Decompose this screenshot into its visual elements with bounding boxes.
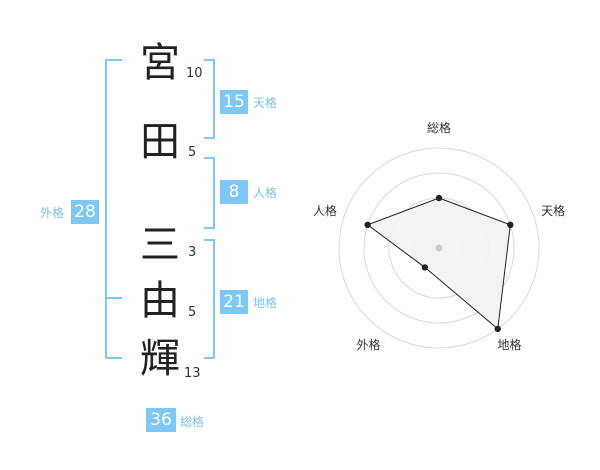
radar-points [364,194,514,333]
jinkaku-bracket [204,157,215,229]
jinkaku-label: 人格 [253,186,278,200]
soukaku-value-badge: 36 [146,408,176,432]
radar-ring-4 [338,147,540,349]
chikaku-bracket [204,239,215,359]
name-char-4: 由 [140,278,180,324]
radar-center-dot [435,244,443,252]
chikaku-label: 地格 [253,296,278,310]
radar-axis-label-4: 外格 [356,337,380,352]
stroke-count-3: 3 [188,245,197,260]
name-char-2: 田 [140,119,180,165]
stroke-count-4: 5 [188,305,197,320]
radar-area [366,197,511,330]
radar-axis-label-1: 総格 [427,120,451,135]
radar-axis-label-2: 天格 [541,203,565,218]
tenkaku-label: 天格 [253,96,278,110]
stroke-count-2: 5 [188,145,197,160]
radar-point-5 [364,221,371,229]
soukaku-label: 総格 [180,415,205,429]
radar-ring-3 [363,172,515,324]
chikaku-value-badge: 21 [220,290,248,314]
gaikaku-value-badge: 28 [71,200,99,224]
stroke-count-5: 13 [184,366,201,381]
gaikaku-label: 外格 [40,206,65,220]
gaikaku-bracket [105,59,122,359]
stroke-count-1: 10 [186,66,203,81]
name-char-1: 宮 [140,40,180,86]
radar-axis-label-3: 地格 [498,337,522,352]
jinkaku-value-badge: 8 [220,180,248,204]
name-char-5: 輝 [140,336,180,382]
radar-point-2 [507,221,514,229]
tenkaku-value-badge: 15 [220,90,248,114]
radar-axis-label-5: 人格 [313,203,337,218]
radar-point-1 [435,194,443,202]
radar-point-4 [421,264,429,271]
name-char-3: 三 [140,222,180,268]
tenkaku-bracket [204,59,215,139]
radar-point-3 [494,325,501,333]
